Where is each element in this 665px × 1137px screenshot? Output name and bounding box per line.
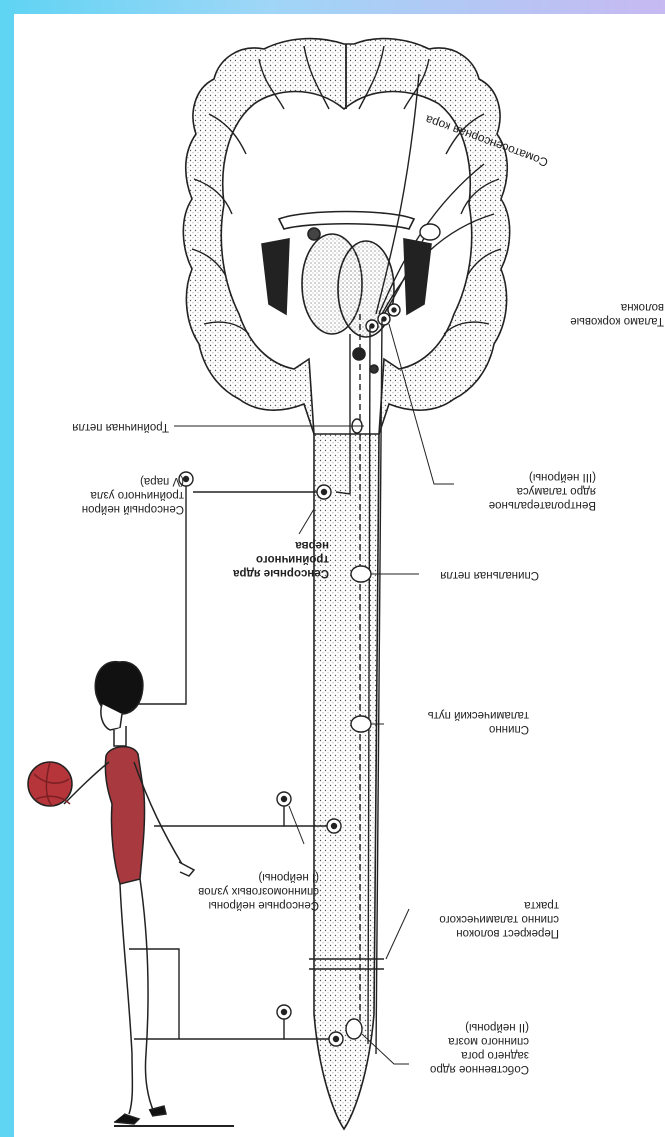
- label-dorsal-horn-nucleus: Собственное ядро заднего рога спинного м…: [409, 1014, 529, 1076]
- label-thalamocortical-fibers: Таламо корковые волокна: [544, 296, 664, 328]
- label-trigeminal-loop: Тройничная петля: [44, 418, 169, 434]
- label-spinal-loop: Спинальная петля: [419, 566, 539, 582]
- pathway-diagram: [14, 14, 665, 1137]
- label-trigeminal-sensory-neuron: Сенсорный нейрон тройничного узла (V пар…: [44, 470, 184, 516]
- label-spinal-ganglia-neurons: Сенсорные нейроны спинномозговых узлов (…: [164, 866, 319, 912]
- diagram-canvas: Соматосенсорная кора Таламо корковые вол…: [14, 14, 665, 1137]
- label-fiber-decussation: Перекрест волокон спинно таламического т…: [409, 894, 559, 940]
- torso: [105, 747, 144, 884]
- label-trigeminal-sensory-nuclei: Сенсорные ядра тройничного нерва: [229, 534, 329, 580]
- ball: [28, 762, 72, 806]
- label-ventrolateral-nucleus: Вентролатеральное ядро таламуса (III ней…: [456, 466, 596, 512]
- label-spinothalamic-tract: Спинно таламический путь: [389, 704, 529, 736]
- brain-section: [183, 39, 509, 1129]
